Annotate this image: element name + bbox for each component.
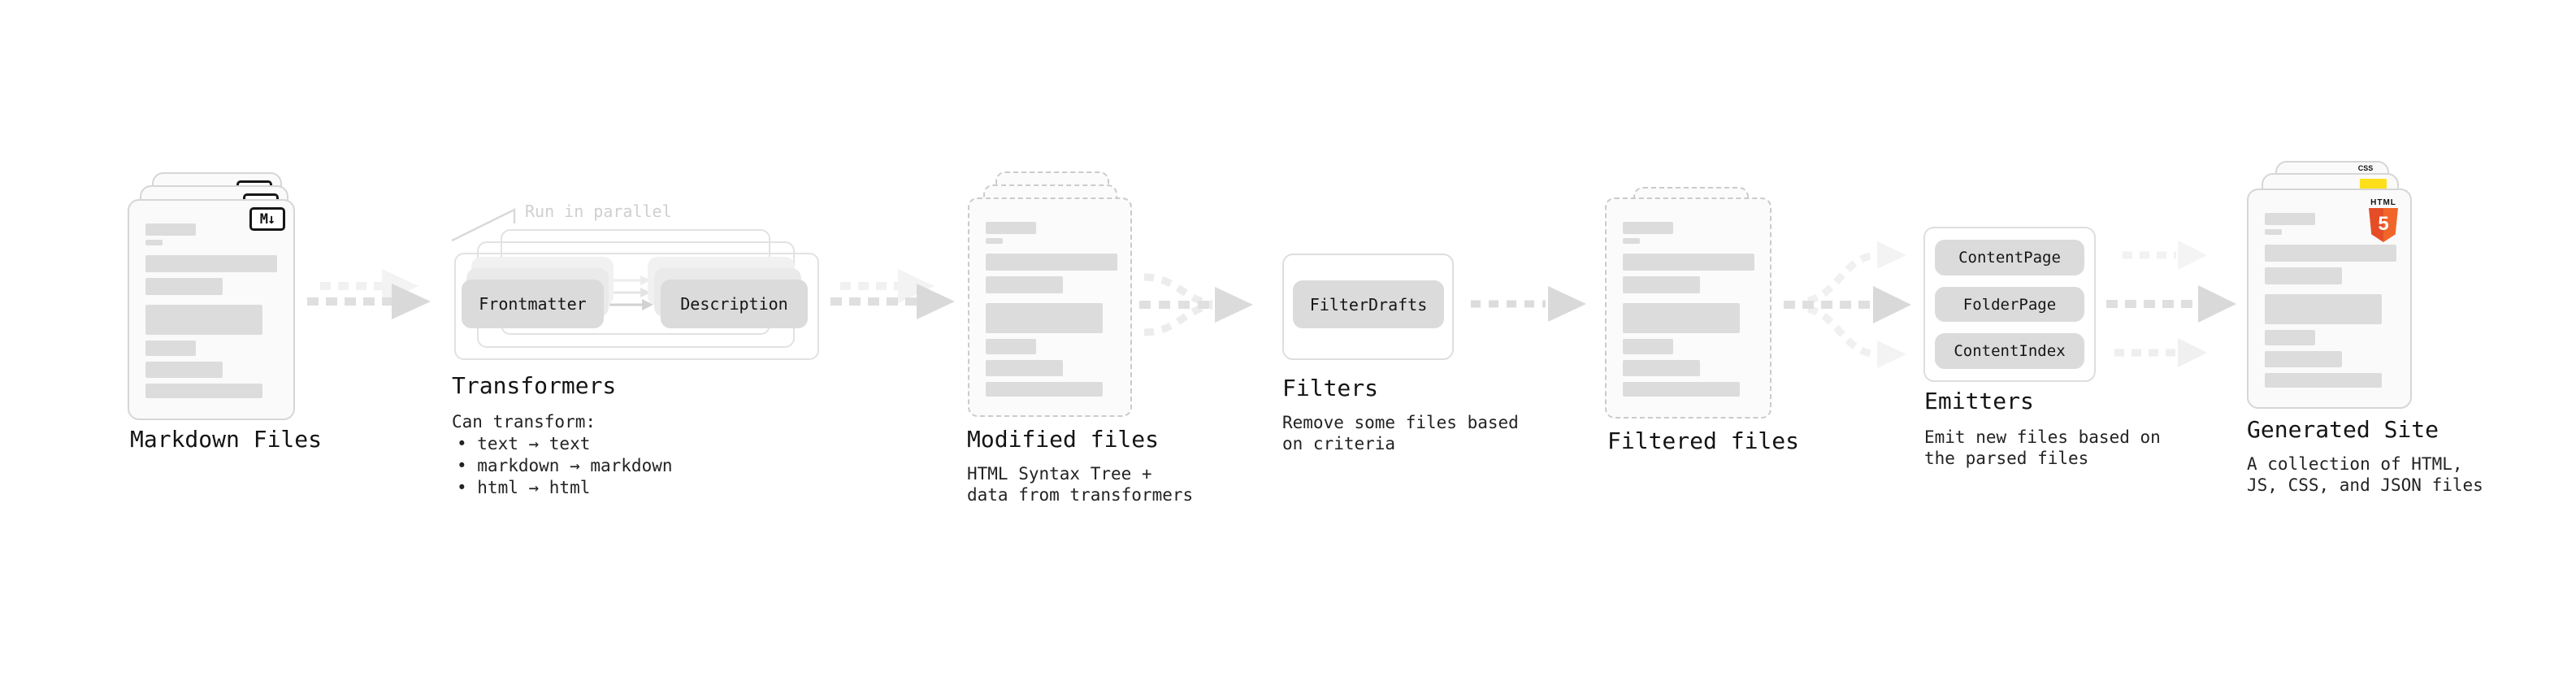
transformer-parallel-arrows — [609, 275, 653, 310]
contentpage-pill: ContentPage — [1935, 240, 2084, 275]
flow-arrow-modified-to-filters — [1139, 273, 1253, 336]
folderpage-pill: FolderPage — [1935, 286, 2084, 323]
emitters-description: Emit new files based on the parsed files — [1924, 427, 2161, 469]
modified-files-description: HTML Syntax Tree + data from transformer… — [967, 463, 1193, 505]
file-content-placeholder — [1623, 222, 1754, 397]
description-pill: Description — [661, 280, 808, 328]
description-line: HTML Syntax Tree + — [967, 464, 1152, 484]
section-generated-site: CSS HTML 5 — [2247, 161, 2434, 413]
html5-icon: HTML 5 — [2366, 198, 2400, 242]
section-markdown-files: M↓ M↓ M↓ — [128, 172, 323, 424]
markdown-icon: M↓ — [249, 207, 285, 231]
description-line: Remove some files based — [1282, 413, 1519, 432]
filterdrafts-pill: FilterDrafts — [1293, 280, 1444, 328]
flow-arrow-markdown-to-transformers — [307, 269, 431, 319]
bullet-html-to-html: • html → html — [457, 478, 591, 497]
file-content-placeholder — [145, 223, 277, 398]
html5-icon-number: 5 — [2378, 213, 2389, 235]
run-in-parallel-annotation: Run in parallel — [525, 202, 672, 221]
markdown-files-label: Markdown Files — [130, 426, 323, 453]
generated-site-label: Generated Site — [2247, 416, 2439, 443]
file-content-placeholder — [2265, 213, 2396, 388]
filtered-file-card-front — [1605, 197, 1772, 419]
frontmatter-pill: Frontmatter — [462, 280, 604, 328]
css-icon-text: CSS — [2357, 164, 2374, 172]
modified-file-card-front — [968, 197, 1132, 417]
flow-arrow-emitters-to-site — [2106, 241, 2236, 367]
emitters-box: ContentPage FolderPage ContentIndex — [1923, 227, 2096, 382]
transformer-box-front — [454, 253, 819, 360]
markdown-file-card-front: M↓ — [128, 199, 295, 420]
run-in-parallel-leader-line — [451, 207, 516, 242]
transformers-sublabel: Can transform: — [452, 412, 596, 432]
description-line: A collection of HTML, — [2247, 454, 2463, 474]
flow-arrow-filtered-to-emitters — [1784, 241, 1911, 368]
bullet-markdown-to-markdown: • markdown → markdown — [457, 456, 673, 475]
filters-label: Filters — [1282, 375, 1379, 401]
transformers-label: Transformers — [452, 372, 617, 399]
flow-arrow-filters-to-filtered — [1471, 286, 1586, 322]
description-line: JS, CSS, and JSON files — [2247, 475, 2483, 495]
transformers-bullet-list: • text → text • markdown → markdown • ht… — [457, 433, 673, 499]
filtered-files-label: Filtered files — [1607, 427, 1800, 454]
html5-icon-text: HTML — [2370, 198, 2396, 207]
flow-arrow-transformers-to-modified — [830, 269, 955, 319]
generated-site-description: A collection of HTML, JS, CSS, and JSON … — [2247, 453, 2483, 496]
description-line: the parsed files — [1924, 449, 2089, 468]
emitters-label: Emitters — [1924, 388, 2034, 414]
file-content-placeholder — [986, 222, 1117, 397]
html-file-card: HTML 5 — [2247, 189, 2412, 409]
section-modified-files — [968, 171, 1147, 423]
contentindex-pill: ContentIndex — [1935, 333, 2084, 370]
js-icon — [2360, 179, 2387, 191]
description-line: data from transformers — [967, 485, 1194, 505]
description-line: on criteria — [1282, 434, 1396, 453]
bullet-text-to-text: • text → text — [457, 434, 591, 453]
section-filtered-files — [1605, 187, 1784, 431]
description-line: Emit new files based on — [1924, 427, 2161, 447]
filters-description: Remove some files based on criteria — [1282, 412, 1519, 454]
modified-files-label: Modified files — [967, 426, 1160, 453]
